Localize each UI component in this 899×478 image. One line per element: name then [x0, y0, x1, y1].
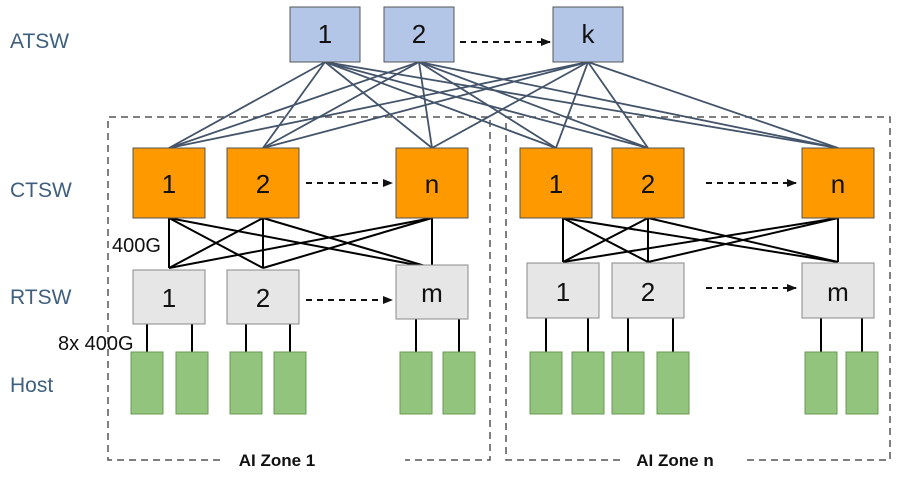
ctsw-label: n [425, 169, 439, 199]
uplink-line [431, 61, 589, 149]
ctsw-switch: 2 [226, 147, 300, 219]
host-box [845, 351, 879, 415]
uplink-line [262, 61, 420, 149]
atsw-switch: 1 [289, 6, 361, 63]
rtsw-switch: 2 [226, 269, 300, 325]
zone-1-label: AI Zone 1 [239, 451, 316, 470]
zone-n-outline [505, 116, 891, 461]
layer-label-rtsw: RTSW [10, 286, 72, 309]
ctsw-label: 1 [162, 169, 176, 199]
uplink-line [418, 61, 649, 149]
atsw-label-k: k [582, 19, 596, 49]
layer-label-ctsw: CTSW [10, 179, 72, 202]
atsw-label-2: 2 [412, 19, 426, 49]
ctsw-switch: 1 [132, 147, 206, 219]
atsw-switch: 2 [383, 6, 455, 63]
rtsw-switch: 1 [526, 262, 600, 319]
uplink-line [587, 61, 649, 149]
host-box [571, 351, 605, 415]
uplink-line [168, 61, 420, 149]
host-box [656, 351, 690, 415]
rtsw-label: 1 [556, 277, 570, 307]
host-group [130, 351, 879, 415]
host-box [442, 351, 476, 415]
mesh-line [562, 217, 839, 263]
uplink-line [418, 61, 557, 149]
mesh-line [647, 217, 839, 263]
uplink-line [324, 61, 557, 149]
zone-1-outline [107, 116, 491, 461]
ctsw-label: 1 [549, 169, 563, 199]
layer-label-host: Host [10, 374, 53, 397]
host-box [611, 351, 645, 415]
rtsw-label: m [421, 278, 443, 308]
uplink-line [555, 61, 589, 149]
mesh-line [168, 217, 433, 269]
host-box [804, 351, 838, 415]
ctsw-label: 2 [256, 169, 270, 199]
atsw-label-1: 1 [318, 19, 332, 49]
rtsw-switch: m [801, 262, 875, 319]
uplink-line [418, 61, 839, 149]
host-box [130, 351, 164, 415]
mesh-line [168, 217, 264, 269]
host-box [229, 351, 263, 415]
rtsw-switch: 1 [132, 269, 206, 325]
host-box [273, 351, 307, 415]
ctsw-switch: 1 [519, 147, 593, 219]
ctsw-rtsw-links [168, 217, 839, 269]
rtsw-label: 1 [162, 283, 176, 313]
ctsw-switch: n [801, 147, 875, 219]
rtsw-switch: m [395, 264, 469, 320]
link-speed-ctsw-rtsw: 400G [112, 235, 161, 257]
rtsw-label: 2 [256, 283, 270, 313]
layer-label-atsw: ATSW [10, 30, 69, 53]
rtsw-label: 2 [641, 277, 655, 307]
uplink-line [324, 61, 839, 149]
zone-outlines [107, 116, 891, 461]
atsw-ctsw-links [168, 61, 839, 149]
uplink-line [262, 61, 589, 149]
uplink-line [587, 61, 839, 149]
link-speed-rtsw-host: 8x 400G [58, 333, 134, 355]
ctsw-label: 2 [641, 169, 655, 199]
uplink-line [168, 61, 326, 149]
rtsw-host-links [146, 318, 863, 352]
rtsw-switch: 2 [611, 262, 685, 319]
mesh-line [262, 217, 433, 269]
ctsw-switch: 2 [611, 147, 685, 219]
host-box [399, 351, 433, 415]
ctsw-switch: n [395, 147, 469, 219]
host-box [529, 351, 563, 415]
zone-n-label: AI Zone n [636, 451, 713, 470]
mesh-line [562, 217, 649, 263]
rtsw-label: m [827, 277, 849, 307]
uplink-line [168, 61, 589, 149]
host-box [175, 351, 209, 415]
ctsw-label: n [831, 169, 845, 199]
dashed-arrows [306, 38, 797, 304]
atsw-switch: k [552, 6, 624, 63]
